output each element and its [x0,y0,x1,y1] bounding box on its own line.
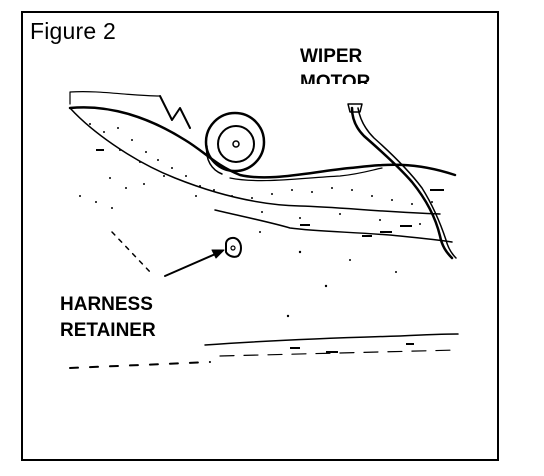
wiper-harness-wire-b [357,107,457,259]
panel-lower-contour [214,209,453,243]
panel-upper-edge [68,106,457,179]
harness-retainer-clip [225,236,242,258]
wiper-motor-label-line2: MOTOR [300,72,371,84]
panel-dash-marks [96,149,444,353]
retainer-leader-arrowhead [211,249,225,259]
figure-frame [21,11,499,461]
panel-stipple [79,123,433,318]
wiper-motor-cap [217,125,255,163]
figure-title: Figure 2 [30,18,116,44]
wiper-motor-mount [205,145,223,175]
panel-top-line [69,91,161,105]
panel-left-bracket [159,95,191,129]
wiper-motor-center [232,140,240,148]
wiper-motor-label-line1: WIPER [300,46,363,67]
wiper-motor-label: WIPER MOTOR [300,44,370,84]
lower-trim-line [204,333,459,346]
harness-retainer-label-line1: HARNESS [60,294,153,315]
wiper-harness-connector [347,103,363,113]
harness-retainer-label-line2: RETAINER [60,320,156,341]
harness-retainer-label: HARNESS RETAINER [60,292,156,344]
panel-cowl-line [69,107,441,215]
lower-trim-line-dashed-b [219,349,459,357]
harness-retainer-hole [230,245,236,251]
wiper-motor-housing [204,111,266,173]
retainer-leader-line [164,251,221,277]
lower-trim-line-dashed [69,361,211,369]
wiper-harness-wire-a [350,106,454,260]
mid-panel-dashed [111,231,153,275]
panel-ridge [229,167,383,182]
